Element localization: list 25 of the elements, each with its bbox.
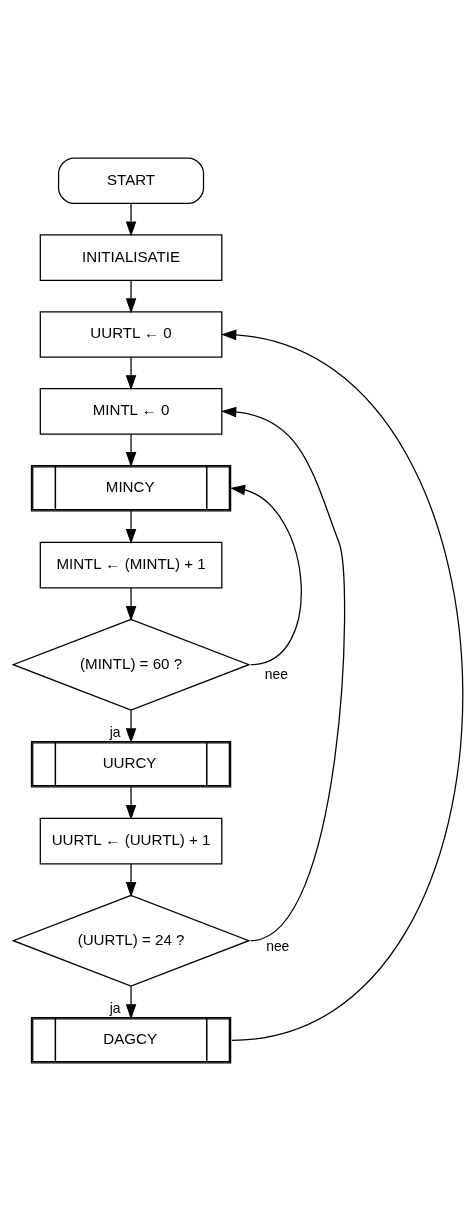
edge-label: ja [109, 999, 121, 1016]
edge-label: nee [264, 665, 288, 682]
node-diamond: (MINTL) = 60 ? [11, 618, 251, 711]
arrow [125, 510, 137, 545]
arrow [229, 484, 302, 666]
arrow [125, 786, 137, 821]
arrow [125, 587, 137, 622]
arrow [125, 202, 137, 237]
arrow [125, 985, 137, 1020]
node-diamond: (UURTL) = 24 ? [11, 894, 251, 987]
arrow [221, 329, 464, 1041]
arrow [125, 863, 137, 898]
node-box: START [57, 157, 205, 205]
node-box: MINTL ← 0 [39, 388, 223, 435]
edge-label: ja [109, 723, 121, 740]
node-box: MINTL ← (MINTL) + 1 [39, 541, 223, 589]
node-box: UURTL ← (UURTL) + 1 [39, 817, 223, 865]
edge-label: nee [266, 937, 290, 954]
arrow [221, 406, 346, 942]
node-box: INITIALISATIE [39, 234, 223, 281]
arrow [125, 279, 137, 314]
arrow [125, 709, 137, 744]
arrow [125, 356, 137, 391]
node-box: UURTL ← 0 [39, 311, 223, 358]
arrow [125, 433, 137, 468]
